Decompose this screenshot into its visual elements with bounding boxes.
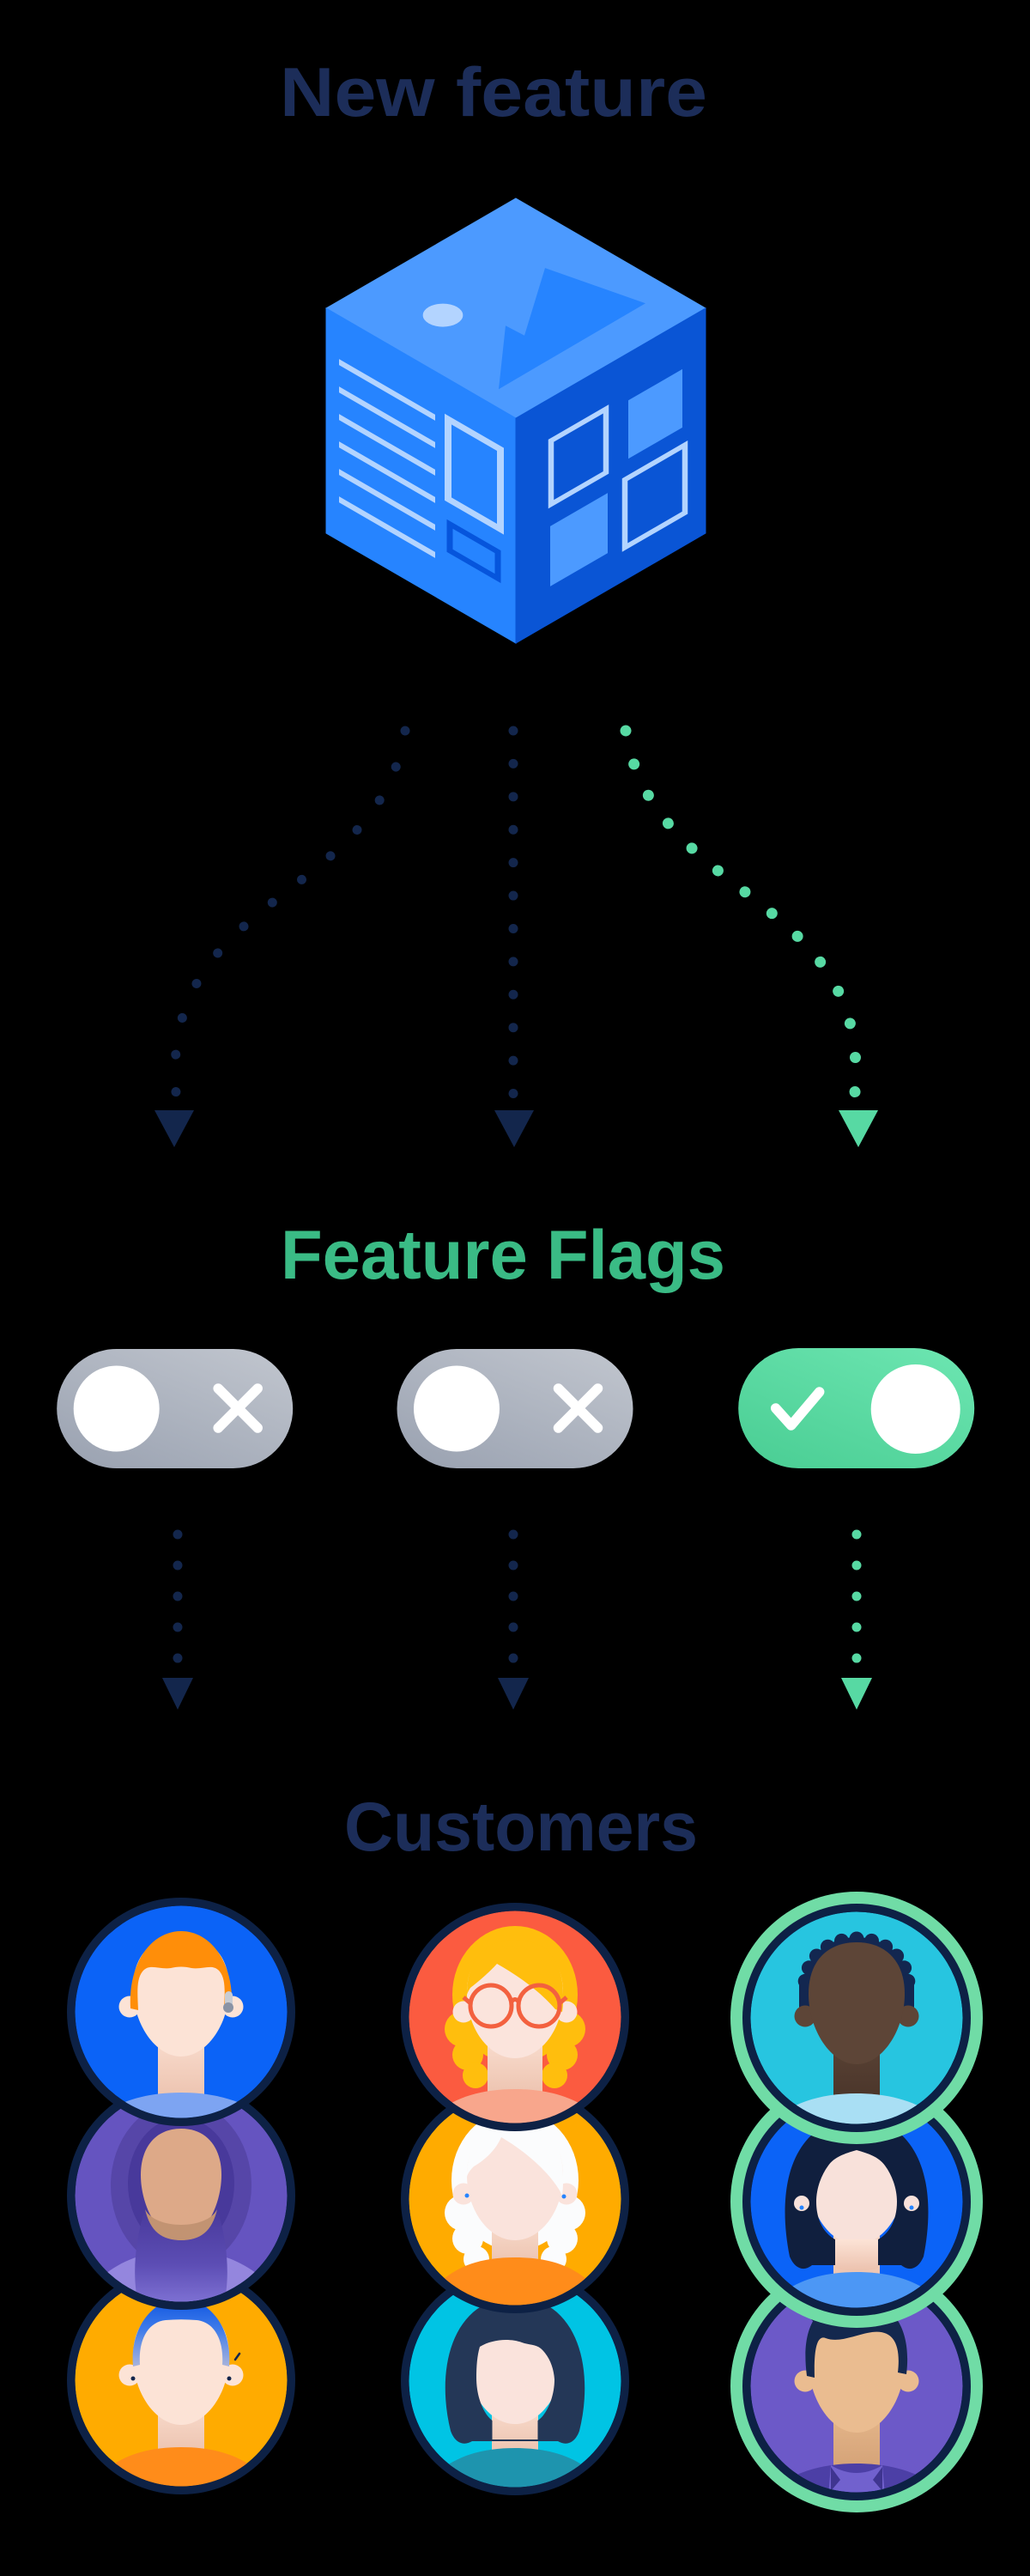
svg-text:Customers: Customers <box>344 1789 698 1866</box>
svg-text:New feature: New feature <box>280 54 707 131</box>
svg-text:Feature Flags: Feature Flags <box>281 1217 725 1294</box>
